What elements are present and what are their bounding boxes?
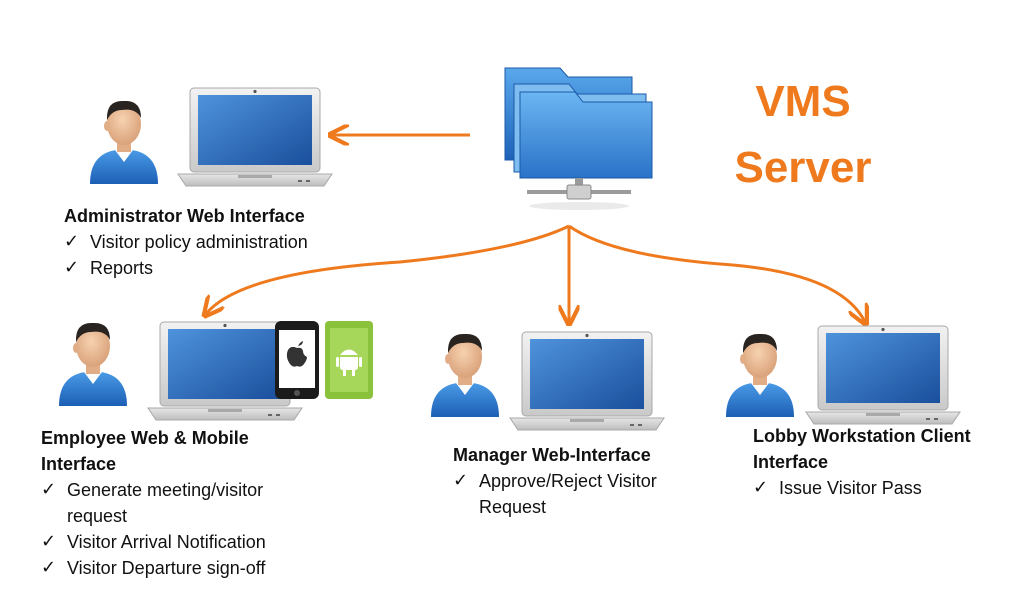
list-item: ✓Reports bbox=[64, 255, 384, 281]
list-item: ✓Visitor policy administration bbox=[64, 229, 384, 255]
lobby-laptop-icon bbox=[805, 325, 961, 425]
employee-person-icon bbox=[59, 322, 127, 406]
lobby-person-icon bbox=[726, 333, 794, 417]
administrator-title: Administrator Web Interface bbox=[64, 206, 305, 226]
manager-person-icon bbox=[431, 333, 499, 417]
check-icon: ✓ bbox=[753, 477, 769, 498]
check-icon: ✓ bbox=[41, 531, 57, 552]
administrator-feature-list: ✓Visitor policy administration ✓Reports bbox=[64, 229, 384, 281]
arrow-to-employee bbox=[206, 224, 570, 314]
list-item: ✓Visitor Arrival Notification bbox=[41, 529, 341, 555]
arrow-to-lobby bbox=[568, 224, 865, 322]
list-item: ✓Visitor Departure sign-off bbox=[41, 555, 341, 581]
check-icon: ✓ bbox=[41, 479, 57, 500]
list-item: ✓Issue Visitor Pass bbox=[753, 475, 1013, 501]
check-icon: ✓ bbox=[64, 231, 80, 252]
manager-title: Manager Web-Interface bbox=[453, 445, 651, 465]
android-phone-icon bbox=[325, 321, 373, 399]
administrator-laptop-icon bbox=[177, 87, 333, 187]
employee-title-line2: Interface bbox=[41, 454, 117, 474]
lobby-block: Lobby Workstation Client Interface ✓Issu… bbox=[753, 423, 1013, 501]
lobby-title-line1: Lobby Workstation Client bbox=[753, 426, 971, 446]
employee-title-line1: Employee Web & Mobile bbox=[41, 428, 249, 448]
lobby-feature-list: ✓Issue Visitor Pass bbox=[753, 475, 1013, 501]
server-title-line2: Server bbox=[734, 143, 872, 192]
administrator-person-icon bbox=[90, 100, 158, 184]
manager-laptop-icon bbox=[509, 331, 665, 431]
connector-arrows bbox=[206, 135, 865, 322]
iphone-icon bbox=[275, 321, 319, 399]
server-folder-icon bbox=[504, 67, 653, 210]
manager-block: Manager Web-Interface ✓Approve/Reject Vi… bbox=[453, 442, 733, 520]
employee-block: Employee Web & Mobile Interface ✓Generat… bbox=[41, 425, 341, 581]
administrator-block: Administrator Web Interface ✓Visitor pol… bbox=[64, 203, 384, 281]
server-title-line1: VMS bbox=[755, 77, 851, 126]
check-icon: ✓ bbox=[453, 470, 469, 491]
check-icon: ✓ bbox=[64, 257, 80, 278]
check-icon: ✓ bbox=[41, 557, 57, 578]
lobby-title-line2: Interface bbox=[753, 452, 829, 472]
